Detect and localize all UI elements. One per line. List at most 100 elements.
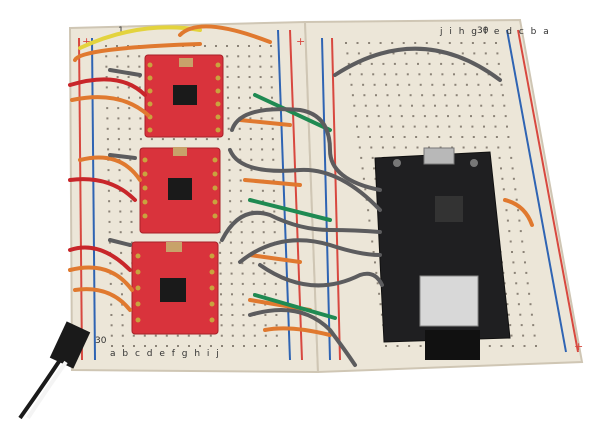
breadboard-hole bbox=[506, 303, 509, 306]
breadboard-hole bbox=[209, 334, 212, 337]
breadboard-hole bbox=[238, 127, 241, 130]
breadboard-hole bbox=[418, 73, 421, 76]
breadboard-hole bbox=[226, 55, 229, 58]
breadboard-hole bbox=[390, 125, 393, 128]
breadboard-hole bbox=[260, 138, 263, 141]
breadboard-hole bbox=[438, 52, 441, 55]
breadboard-hole bbox=[130, 210, 133, 213]
breadboard-hole bbox=[238, 138, 241, 141]
breadboard-hole bbox=[128, 138, 131, 141]
breadboard-hole bbox=[138, 86, 141, 89]
rail-red-left bbox=[78, 37, 83, 361]
breadboard-hole bbox=[525, 271, 528, 274]
breadboard-hole bbox=[264, 324, 267, 327]
breadboard-hole bbox=[379, 303, 382, 306]
breadboard-hole bbox=[229, 241, 232, 244]
breadboard-hole bbox=[121, 324, 124, 327]
breadboard-hole bbox=[497, 146, 500, 149]
breadboard-hole bbox=[108, 200, 111, 203]
breadboard-hole bbox=[220, 324, 223, 327]
breadboard-hole bbox=[395, 73, 398, 76]
breadboard-hole bbox=[263, 282, 266, 285]
jumper-wires bbox=[68, 24, 534, 367]
breadboard-hole bbox=[230, 272, 233, 275]
breadboard-hole bbox=[522, 251, 525, 253]
breadboard-hole bbox=[122, 345, 124, 347]
breadboard-hole bbox=[530, 313, 533, 316]
breadboard-hole bbox=[259, 65, 262, 68]
breadboard-hole bbox=[260, 107, 263, 110]
breadboard-hole bbox=[110, 303, 113, 306]
breadboard-hole bbox=[260, 117, 263, 120]
breadboard-hole bbox=[227, 138, 230, 141]
breadboard-hole bbox=[379, 42, 382, 44]
breadboard-hole bbox=[511, 345, 514, 347]
breadboard-hole bbox=[139, 127, 142, 130]
breadboard-hole bbox=[442, 83, 445, 86]
breadboard-hole bbox=[230, 282, 233, 285]
breadboard-hole bbox=[455, 94, 458, 97]
breadboard-hole bbox=[228, 189, 231, 192]
breadboard-hole bbox=[264, 334, 267, 337]
breadboard-hole bbox=[198, 334, 201, 337]
rail-plus-label: + bbox=[82, 35, 91, 48]
breadboard-hole bbox=[242, 324, 245, 327]
breadboard-hole bbox=[273, 200, 276, 203]
breadboard-hole bbox=[259, 76, 262, 78]
breadboard-hole bbox=[436, 125, 439, 128]
breadboard-hole bbox=[249, 117, 252, 120]
breadboard-hole bbox=[471, 125, 474, 128]
breadboard-hole bbox=[451, 62, 454, 65]
column-letters: j i h g f e d c b a bbox=[439, 27, 551, 37]
breadboard-hole bbox=[251, 220, 254, 223]
stepper-driver-board-2 bbox=[139, 147, 221, 234]
breadboard-hole bbox=[116, 65, 119, 68]
breadboard-hole bbox=[375, 271, 378, 274]
row-number-label: 30 bbox=[95, 336, 107, 346]
breadboard-hole bbox=[427, 52, 430, 55]
breadboard-hole bbox=[121, 293, 123, 296]
breadboard-hole bbox=[366, 115, 369, 118]
breadboard-hole bbox=[219, 262, 222, 265]
breadboard-hole bbox=[371, 156, 374, 159]
breadboard-hole bbox=[460, 42, 463, 44]
breadboard-hole bbox=[138, 55, 141, 58]
breadboard-hole bbox=[273, 210, 276, 213]
breadboard-hole bbox=[490, 94, 493, 97]
breadboard-hole bbox=[368, 42, 371, 44]
breadboard-hole bbox=[166, 345, 168, 347]
breadboard-hole bbox=[144, 345, 146, 347]
row-number-label: 1 bbox=[118, 26, 124, 36]
breadboard-hole bbox=[429, 73, 432, 76]
breadboard-hole bbox=[108, 210, 111, 213]
breadboard-hole bbox=[251, 241, 254, 244]
breadboard-hole bbox=[480, 104, 483, 107]
breadboard-hole bbox=[261, 148, 264, 151]
breadboard-hole bbox=[259, 86, 262, 89]
breadboard-hole bbox=[241, 272, 244, 275]
breadboard-hole bbox=[240, 200, 243, 203]
breadboard-hole bbox=[248, 55, 251, 58]
breadboard-hole bbox=[139, 138, 142, 141]
chip bbox=[435, 196, 463, 222]
breadboard-hole bbox=[464, 73, 467, 76]
breadboard-hole bbox=[369, 136, 371, 138]
breadboard-hole bbox=[505, 292, 507, 295]
breadboard-hole bbox=[227, 107, 230, 110]
breadboard-hole bbox=[458, 115, 461, 118]
breadboard-hole bbox=[116, 45, 118, 47]
breadboard-hole bbox=[220, 303, 223, 306]
column-letters: a b c d e f g h i j bbox=[110, 349, 221, 359]
breadboard-hole bbox=[275, 314, 278, 316]
breadboard-hole bbox=[498, 156, 501, 159]
breadboard-hole bbox=[107, 179, 110, 182]
stepper-driver-board-3 bbox=[131, 241, 219, 335]
breadboard-hole bbox=[501, 177, 504, 180]
breadboard-hole bbox=[252, 282, 255, 285]
breadboard-hole bbox=[274, 251, 277, 254]
breadboard-hole bbox=[128, 107, 131, 110]
breadboard-hole bbox=[380, 136, 383, 138]
breadboard-hole bbox=[273, 220, 276, 223]
breadboard-hole bbox=[391, 42, 394, 44]
